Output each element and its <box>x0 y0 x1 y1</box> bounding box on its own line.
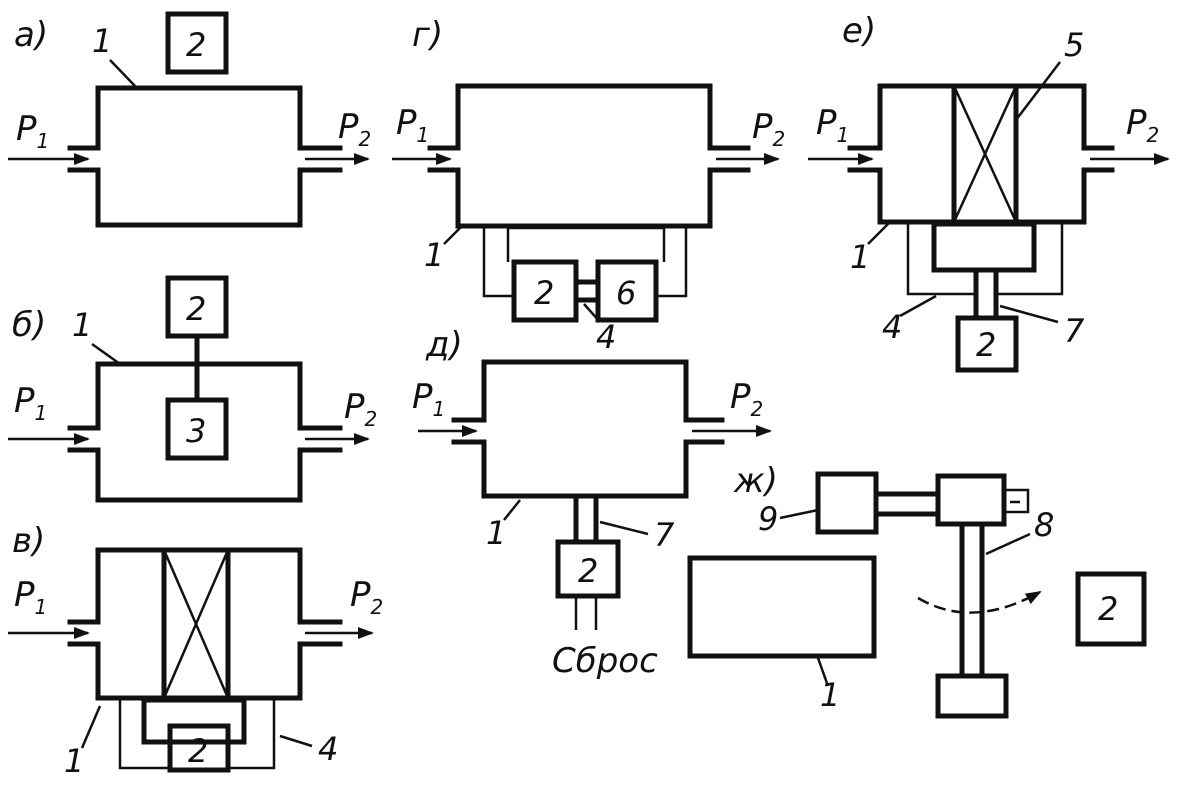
panel-v-label: в) <box>12 521 45 561</box>
outlet-p-label: P2 <box>344 387 377 431</box>
chamber-1-number: 1 <box>820 676 840 714</box>
inlet-p-label: P1 <box>816 103 849 147</box>
chamber-1-top <box>67 361 343 431</box>
shaft-8-number: 8 <box>1034 506 1054 544</box>
sensor-2-number: 2 <box>186 290 206 328</box>
inlet-p-label: P1 <box>16 109 49 153</box>
sensor-2-box <box>955 315 1019 373</box>
sensor-2-box <box>167 723 231 773</box>
carrier-plate <box>931 221 1037 273</box>
panel-zh-label: ж) <box>733 461 778 501</box>
inlet-p-label: P1 <box>396 103 429 147</box>
sensor-2-number: 2 <box>188 732 208 770</box>
sensor-2-number: 2 <box>578 552 598 590</box>
panel-g: г) 2 6 4 1 P1 P2 <box>392 15 785 356</box>
panel-d-label: д) <box>425 325 463 365</box>
outlet-p-label: P2 <box>338 107 371 151</box>
inlet-p-label: P1 <box>14 381 47 425</box>
chamber-1-number: 1 <box>850 238 870 276</box>
filter-5-number: 5 <box>1064 26 1084 64</box>
bypass-line <box>906 222 976 296</box>
panel-e-label: е) <box>842 11 876 51</box>
sensor-2-number: 2 <box>1098 590 1118 628</box>
chamber-1-bottom <box>451 439 725 499</box>
panel-b: б) 2 3 1 P1 P2 <box>8 275 377 503</box>
sensor-2-box <box>1075 571 1147 647</box>
chamber-1-box <box>687 555 877 659</box>
inlet-p-label: P1 <box>14 575 47 619</box>
outlet-p-label: P2 <box>350 575 383 619</box>
chamber-1-top <box>67 547 343 625</box>
panel-g-label: г) <box>412 15 443 55</box>
chamber-1-bottom <box>847 167 1115 225</box>
unit-6-number: 6 <box>616 274 636 312</box>
carrier-plate <box>141 697 247 745</box>
panel-zh: ж) 2 9 8 1 <box>687 461 1147 719</box>
unit-9-number: 9 <box>758 500 778 538</box>
connector-7-number: 7 <box>654 516 675 554</box>
unit-6-box <box>595 259 659 323</box>
chamber-1-top <box>847 83 1115 151</box>
bypass-4-number: 4 <box>318 730 338 768</box>
chamber-1-bottom <box>67 641 343 701</box>
sensor-2-number: 2 <box>534 274 554 312</box>
chamber-1-bottom <box>67 447 343 503</box>
connector-7-number: 7 <box>1064 312 1085 350</box>
chamber-1-number: 1 <box>64 742 84 780</box>
bypass-line <box>482 226 514 298</box>
shaft-base <box>935 673 1009 719</box>
line-4-number: 4 <box>596 318 616 356</box>
panel-v: в) 2 1 4 P1 P2 <box>8 521 383 780</box>
outlet-p-label: P2 <box>1126 103 1159 147</box>
panel-a-label: а) <box>14 15 48 55</box>
element-3-number: 3 <box>186 412 206 450</box>
chamber-1-top <box>451 359 725 423</box>
panel-e: е) 2 5 1 4 7 P1 P2 <box>808 11 1170 373</box>
sensor-2-box <box>511 259 579 323</box>
chamber-1-number: 1 <box>424 236 444 274</box>
inlet-p-label: P1 <box>412 377 445 421</box>
chamber-1-bottom <box>427 167 751 229</box>
chamber-1-number: 1 <box>72 306 92 344</box>
outlet-p-label: P2 <box>730 377 763 421</box>
element-3-box <box>165 397 229 461</box>
arm-head <box>935 473 1007 527</box>
chamber-1-top <box>95 85 343 151</box>
panel-a: а) 2 1 P1 P2 <box>8 11 371 228</box>
chamber-1-number: 1 <box>92 22 112 60</box>
rotation-arrow <box>917 590 1042 614</box>
discharge-label: Сброс <box>552 641 658 681</box>
chamber-1-number: 1 <box>486 514 506 552</box>
panel-d: д) 2 Сброс 1 7 P1 P2 <box>412 325 772 681</box>
sensor-2-number: 2 <box>186 26 206 64</box>
sensor-2-box <box>555 539 621 599</box>
chamber-1-bottom <box>67 167 343 228</box>
bypass-4-number: 4 <box>882 308 902 346</box>
chamber-1-top <box>427 83 751 151</box>
bypass-line <box>118 698 170 770</box>
panel-b-label: б) <box>12 305 46 345</box>
sensor-2-box <box>165 11 229 75</box>
sensor-2-number: 2 <box>976 326 996 364</box>
leader-line <box>109 59 136 87</box>
unit-9-box <box>815 471 879 535</box>
outlet-p-label: P2 <box>752 107 785 151</box>
